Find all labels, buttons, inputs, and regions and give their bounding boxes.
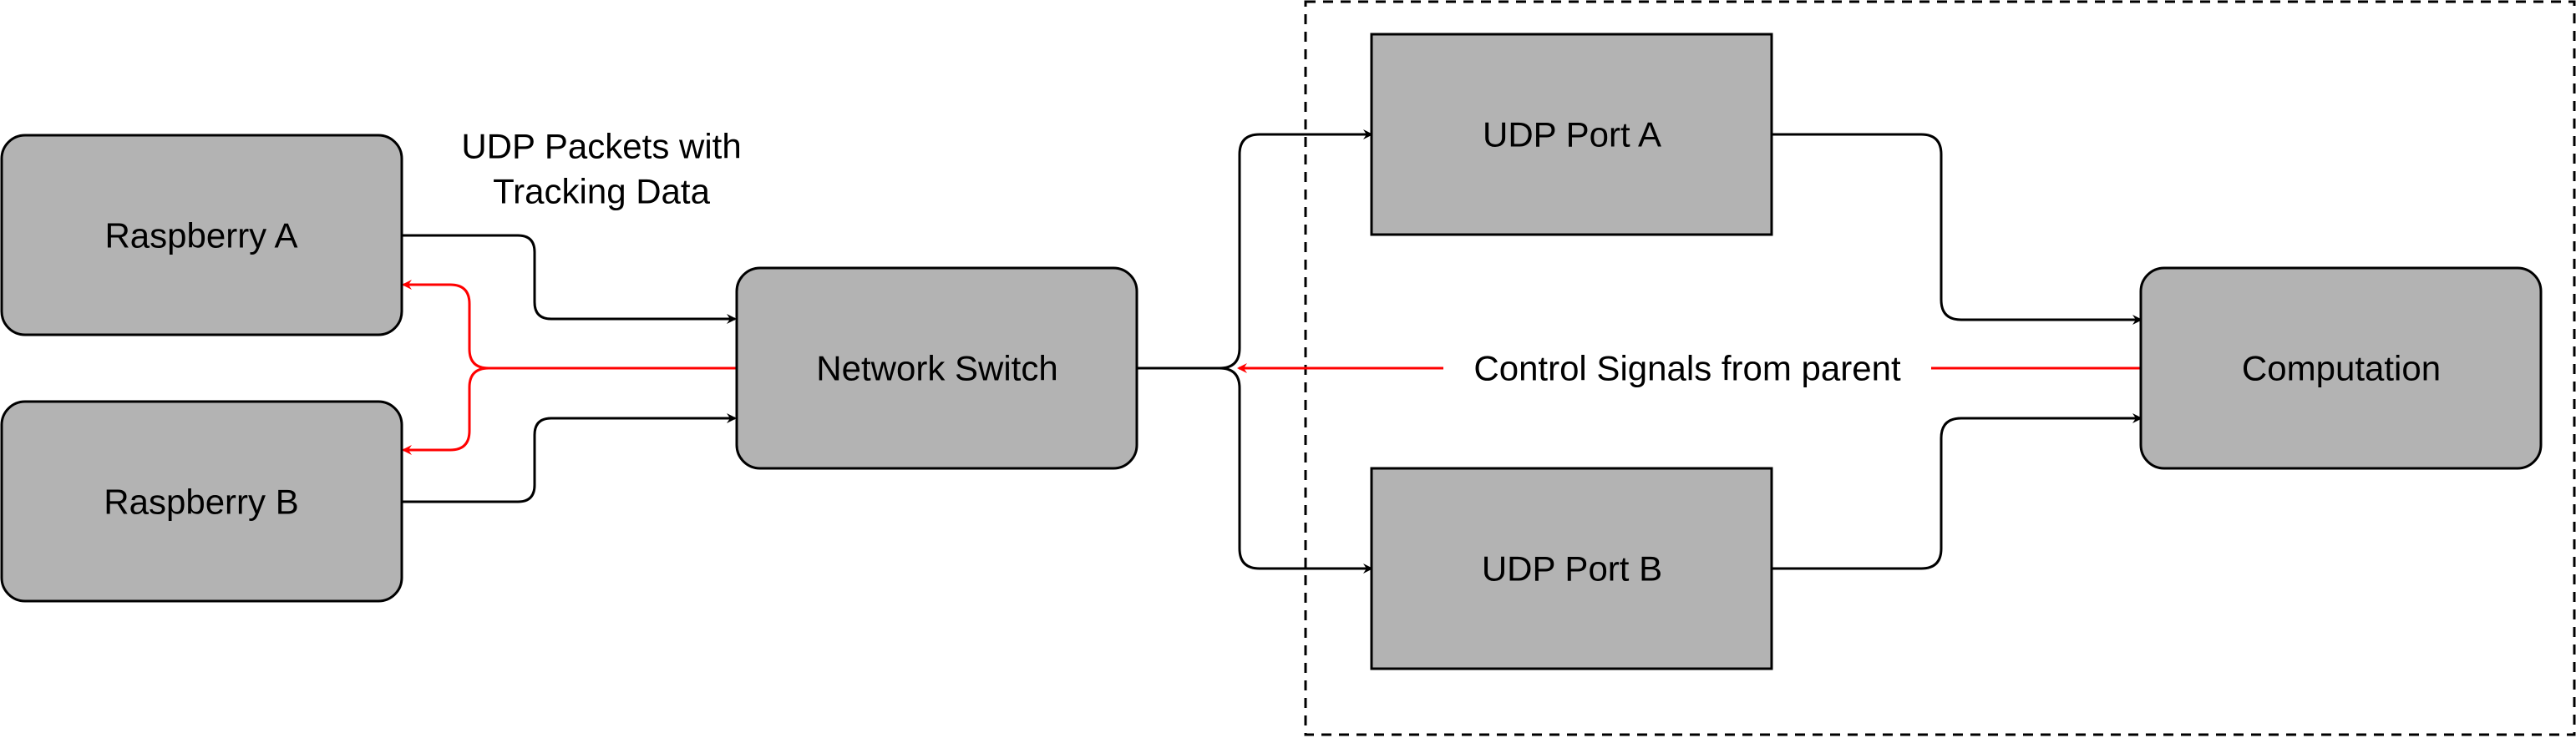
control-signals-label: Control Signals from parent: [1473, 349, 1901, 388]
node-network-switch: Network Switch: [735, 266, 1138, 470]
node-network-switch-label: Network Switch: [816, 349, 1057, 388]
node-raspberry-a-label: Raspberry A: [104, 216, 297, 255]
node-raspberry-b: Raspberry B: [0, 400, 403, 603]
control-label-background: [1443, 346, 1931, 391]
edge-raspberry-b-to-switch: [402, 413, 737, 503]
edge-switch-to-raspberry-b-control: [402, 366, 737, 455]
node-udp-port-b-label: UDP Port B: [1482, 549, 1662, 589]
node-udp-port-a: UDP Port A: [1370, 33, 1773, 236]
node-computation-label: Computation: [2242, 349, 2441, 388]
edge-udp-port-a-to-computation: [1772, 133, 2142, 325]
edge-udp-port-b-to-computation: [1772, 413, 2142, 570]
tracking-data-label-line1: UDP Packets with: [461, 127, 741, 166]
tracking-data-label-line2: Tracking Data: [493, 172, 711, 211]
node-udp-port-a-label: UDP Port A: [1483, 115, 1661, 154]
edge-raspberry-a-to-switch: [402, 234, 737, 324]
edge-switch-to-raspberry-a-control: [402, 280, 737, 370]
node-udp-port-b: UDP Port B: [1370, 467, 1773, 670]
node-raspberry-b-label: Raspberry B: [104, 483, 298, 522]
edge-switch-to-udp-port-b: [1138, 366, 1373, 574]
node-computation: Computation: [2139, 266, 2543, 470]
edge-switch-to-udp-port-a: [1138, 129, 1373, 370]
node-raspberry-a: Raspberry A: [0, 134, 403, 336]
